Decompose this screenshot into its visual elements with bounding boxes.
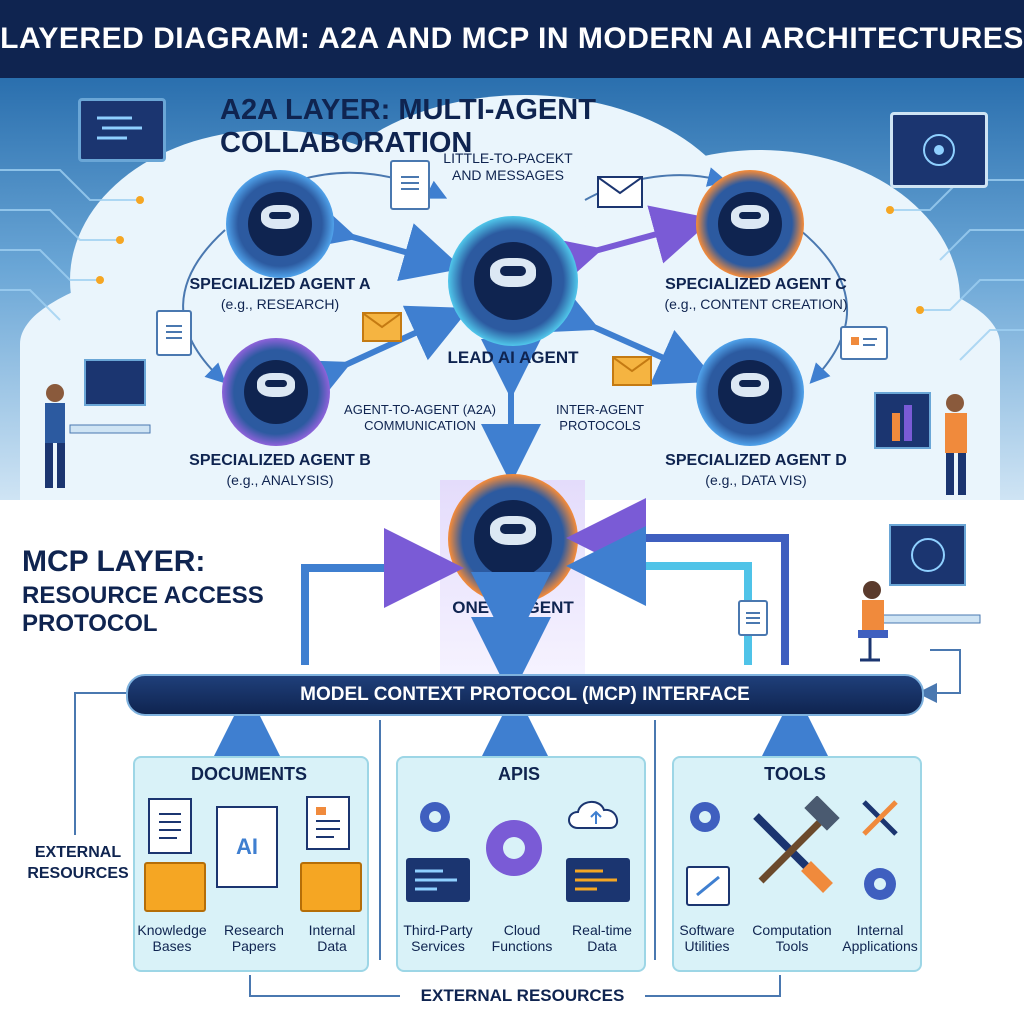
lead-agent-label: LEAD AI AGENT bbox=[447, 348, 579, 367]
agent-a-name: SPECIALIZED AGENT A bbox=[189, 276, 371, 293]
agent-c-example: (e.g., CONTENT CREATION) bbox=[664, 296, 848, 312]
id-card-icon bbox=[840, 326, 888, 360]
external-resources-bottom-label: EXTERNAL RESOURCES bbox=[420, 986, 625, 1005]
document-icon bbox=[156, 310, 192, 356]
envelope-icon bbox=[362, 312, 402, 342]
folder-icon bbox=[144, 862, 206, 912]
circuit-decoration bbox=[0, 169, 1024, 361]
code-window-icon bbox=[406, 858, 470, 902]
tools-panel bbox=[672, 756, 922, 972]
specialized-agent-c-icon bbox=[696, 170, 804, 278]
document-stack-icon bbox=[148, 798, 192, 854]
gear-icon bbox=[414, 796, 456, 838]
page-title: LAYERED DIAGRAM: A2A AND MCP IN MODERN A… bbox=[0, 0, 1024, 78]
agent-d-example: (e.g., DATA VIS) bbox=[705, 472, 807, 488]
a2a-layer-heading: A2A LAYER: MULTI-AGENT COLLABORATION bbox=[220, 94, 596, 159]
third-party-services-label: Third-Party Services bbox=[403, 922, 473, 954]
person-presenting-icon bbox=[874, 392, 967, 495]
documents-title: DOCUMENTS bbox=[191, 764, 307, 784]
lead-agent-icon bbox=[448, 216, 578, 346]
internal-applications-label: Internal Applications bbox=[842, 922, 918, 954]
mcp-layer-heading: MCP LAYER: bbox=[22, 545, 206, 578]
document-icon bbox=[738, 600, 768, 636]
internal-data-label: Internal Data bbox=[308, 922, 356, 954]
report-icon bbox=[306, 796, 350, 850]
agent-b-example: (e.g., ANALYSIS) bbox=[226, 472, 334, 488]
message-label: LITTLE-TO-PACEKT AND MESSAGES bbox=[443, 150, 573, 183]
gear-icon bbox=[684, 796, 726, 838]
ai-badge: AI bbox=[236, 834, 258, 859]
person-at-desk-icon bbox=[45, 359, 151, 488]
gear-icon bbox=[858, 862, 902, 906]
hammer-screwdriver-icon bbox=[736, 796, 846, 906]
document-icon bbox=[390, 160, 430, 210]
specialized-agent-b-icon bbox=[222, 338, 330, 446]
gear-icon bbox=[478, 812, 550, 884]
network-monitor-icon bbox=[890, 112, 988, 188]
mcp-layer-subheading: RESOURCE ACCESS PROTOCOL bbox=[22, 582, 264, 637]
folder-icon bbox=[300, 862, 362, 912]
software-window-icon bbox=[686, 866, 730, 906]
ai-paper-icon: AI bbox=[216, 806, 278, 888]
cloud-upload-icon bbox=[566, 794, 626, 834]
specialized-agent-a-icon bbox=[226, 170, 334, 278]
a2a-arrows bbox=[182, 167, 848, 484]
computation-tools-label: Computation Tools bbox=[752, 922, 832, 954]
envelope-icon bbox=[597, 176, 643, 208]
real-time-data-label: Real-time Data bbox=[572, 922, 632, 954]
mcp-interface-label: MODEL CONTEXT PROTOCOL (MCP) INTERFACE bbox=[300, 684, 750, 705]
one-ai-agent-icon bbox=[448, 474, 578, 604]
knowledge-bases-label: Knowledge Bases bbox=[137, 922, 207, 954]
cloud-functions-label: Cloud Functions bbox=[491, 922, 553, 954]
inter-agent-protocols-label: INTER-AGENT PROTOCOLS bbox=[555, 402, 645, 433]
person-at-desk-icon bbox=[858, 524, 981, 662]
specialized-agent-d-icon bbox=[696, 338, 804, 446]
wrench-icon bbox=[858, 796, 902, 840]
software-utilities-label: Software Utilities bbox=[679, 922, 735, 954]
tools-title: TOOLS bbox=[764, 764, 826, 784]
external-resources-side-label: EXTERNAL RESOURCES bbox=[27, 844, 129, 882]
code-window-icon bbox=[566, 858, 630, 902]
a2a-communication-label: AGENT-TO-AGENT (A2A) COMMUNICATION bbox=[344, 402, 496, 433]
agent-c-name: SPECIALIZED AGENT C bbox=[665, 276, 847, 293]
agent-a-example: (e.g., RESEARCH) bbox=[220, 296, 340, 312]
mcp-interface-bar: MODEL CONTEXT PROTOCOL (MCP) INTERFACE bbox=[126, 674, 924, 716]
envelope-icon bbox=[612, 356, 652, 386]
agent-d-name: SPECIALIZED AGENT D bbox=[665, 452, 847, 469]
agent-b-name: SPECIALIZED AGENT B bbox=[189, 452, 371, 469]
research-papers-label: Research Papers bbox=[224, 922, 284, 954]
code-monitor-icon bbox=[78, 98, 166, 162]
apis-title: APIS bbox=[497, 764, 540, 784]
